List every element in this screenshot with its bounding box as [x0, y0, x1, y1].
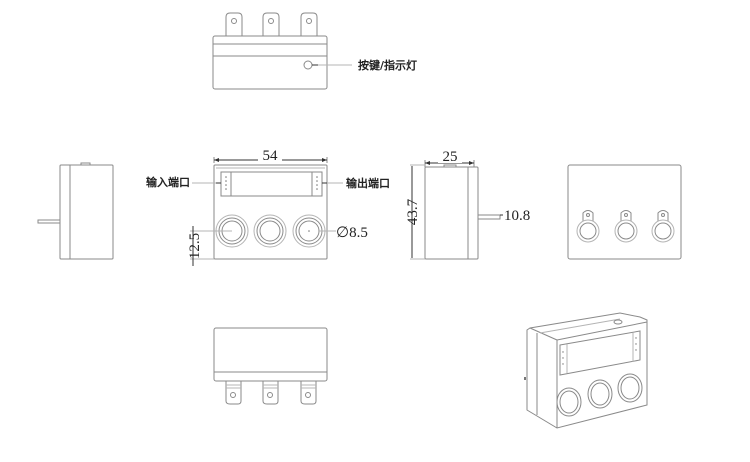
input-port-connector — [220, 171, 232, 197]
top-view: 按键/指示灯 — [212, 12, 417, 90]
width-dimension: 54 — [263, 148, 279, 164]
isometric-view — [524, 312, 648, 429]
cable-gland-hole — [617, 373, 643, 403]
indicator-light-icon — [303, 60, 313, 70]
ring-terminal — [614, 210, 638, 243]
terminal-tab — [262, 12, 280, 36]
button-indicator-label: 按键/指示灯 — [358, 58, 417, 72]
output-port-label: 输出端口 — [346, 176, 390, 190]
terminal-tab — [225, 381, 242, 405]
right-side-view: 25 43.7 10.8 — [405, 149, 530, 260]
height-dimension: 43.7 — [405, 198, 421, 225]
back-view — [567, 164, 682, 260]
terminal-length-dimension: 10.8 — [504, 208, 530, 224]
left-side-view — [37, 162, 114, 260]
terminal-tab — [225, 12, 243, 36]
terminal-tab — [262, 381, 279, 405]
ring-terminal — [576, 210, 600, 243]
terminal-tab — [300, 12, 318, 36]
hole-diameter-dimension: ∅8.5 — [336, 225, 368, 241]
input-port-label: 输入端口 — [146, 175, 190, 189]
terminal-tab — [300, 381, 317, 405]
depth-dimension: 25 — [443, 149, 458, 165]
ring-terminal — [651, 210, 675, 243]
front-view: 54 输入端口 输出端口 — [146, 148, 390, 266]
hole-offset-dimension: 12.5 — [187, 233, 203, 259]
cable-gland-hole — [587, 379, 613, 409]
bottom-view — [213, 327, 328, 405]
output-port-connector — [311, 171, 323, 197]
cable-gland-hole — [556, 387, 582, 417]
cable-gland-hole — [253, 214, 287, 248]
